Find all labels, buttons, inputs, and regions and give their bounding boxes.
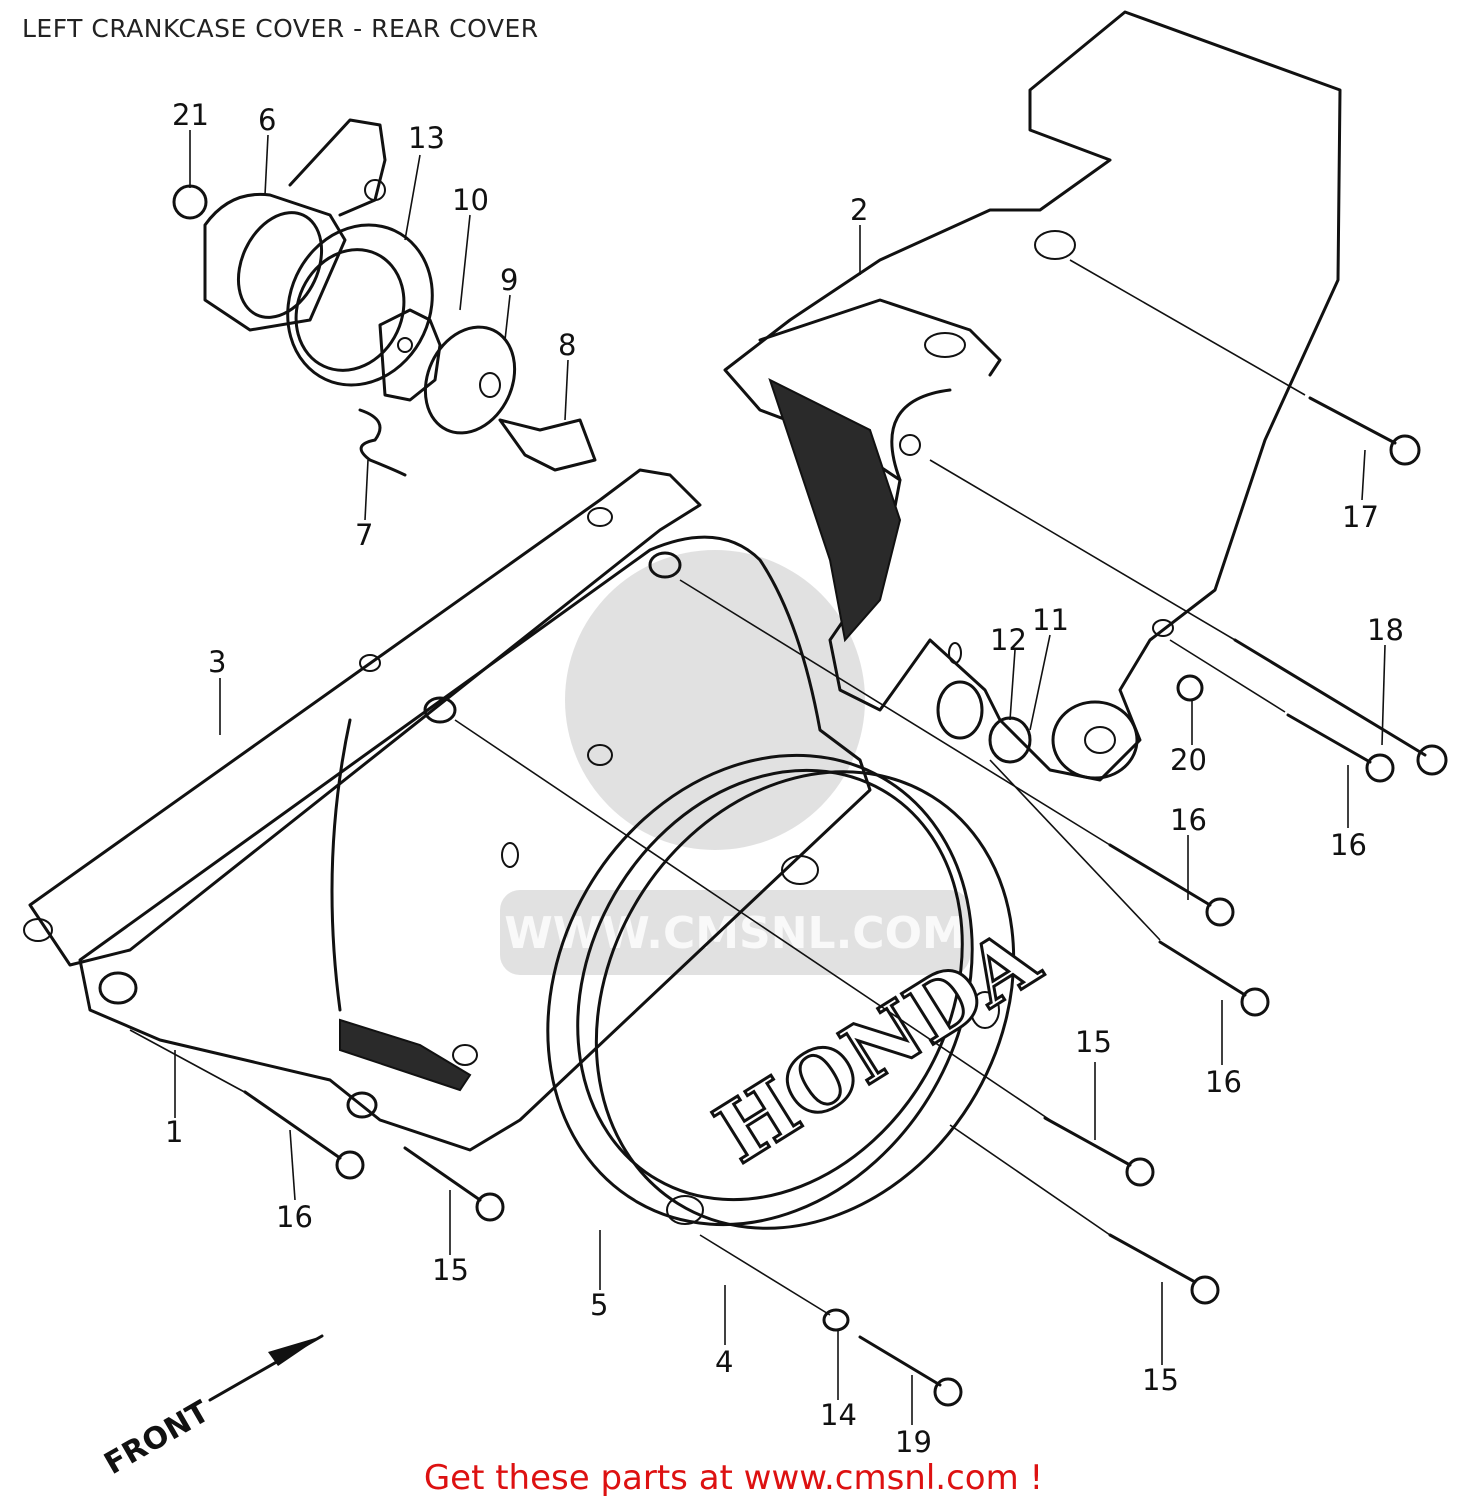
callout-20: 20: [1170, 743, 1207, 777]
oring-14: [822, 1308, 850, 1332]
callout-16-b: 16: [1330, 828, 1367, 862]
callout-10: 10: [452, 183, 489, 217]
callout-18: 18: [1367, 613, 1404, 647]
top-left-assembly: [172, 118, 597, 477]
callout-2: 2: [850, 193, 868, 227]
bolt-16d: [243, 1090, 365, 1180]
leader-lines: [129, 130, 1386, 1425]
callout-7: 7: [355, 518, 373, 552]
page-title: LEFT CRANKCASE COVER - REAR COVER: [22, 14, 539, 43]
bolt-15a: [1043, 1116, 1155, 1187]
callout-6: 6: [258, 103, 276, 137]
callout-17: 17: [1342, 500, 1379, 534]
bolt-17: [1308, 396, 1421, 466]
callout-11: 11: [1032, 603, 1069, 637]
callout-15-a: 15: [432, 1253, 469, 1287]
callout-15-c: 15: [1142, 1363, 1179, 1397]
bolt-19: [858, 1335, 963, 1407]
callout-9: 9: [500, 263, 518, 297]
callout-19: 19: [895, 1425, 932, 1459]
crankcase-cover-part-1: [78, 535, 872, 1152]
rear-cover-part-2: [723, 10, 1342, 782]
gasket-part-3: [23, 468, 702, 967]
bolt-18: [1233, 638, 1448, 776]
watermark-logo: WWW.CMSNL.COM: [500, 550, 970, 975]
callout-1: 1: [165, 1115, 183, 1149]
callout-12: 12: [990, 623, 1027, 657]
bolt-20: [1176, 674, 1204, 702]
callout-3: 3: [208, 645, 226, 679]
callout-labels: 21 6 13 10 9 8 7 2 17 18 12 11 20 16 16 …: [165, 98, 1404, 1459]
callout-16-a: 16: [1170, 803, 1207, 837]
bolt-15c: [403, 1146, 505, 1222]
callout-5: 5: [590, 1288, 608, 1322]
callout-8: 8: [558, 328, 576, 362]
callout-14: 14: [820, 1398, 857, 1432]
callout-4: 4: [715, 1345, 733, 1379]
bolt-16b: [1108, 843, 1235, 927]
bolts: [243, 396, 1448, 1407]
cover-gasket-part-5: [546, 753, 974, 1227]
callout-21: 21: [172, 98, 209, 132]
callout-13: 13: [408, 121, 445, 155]
bolt-16a: [1286, 713, 1395, 783]
promo-footer[interactable]: Get these parts at www.cmsnl.com !: [423, 1458, 1044, 1498]
bolt-15b: [1108, 1233, 1220, 1305]
nut-11-12: [936, 680, 1032, 764]
callout-16-c: 16: [1205, 1065, 1242, 1099]
callout-16-d: 16: [276, 1200, 313, 1234]
callout-15-b: 15: [1075, 1025, 1112, 1059]
bolt-16c: [1158, 940, 1270, 1017]
